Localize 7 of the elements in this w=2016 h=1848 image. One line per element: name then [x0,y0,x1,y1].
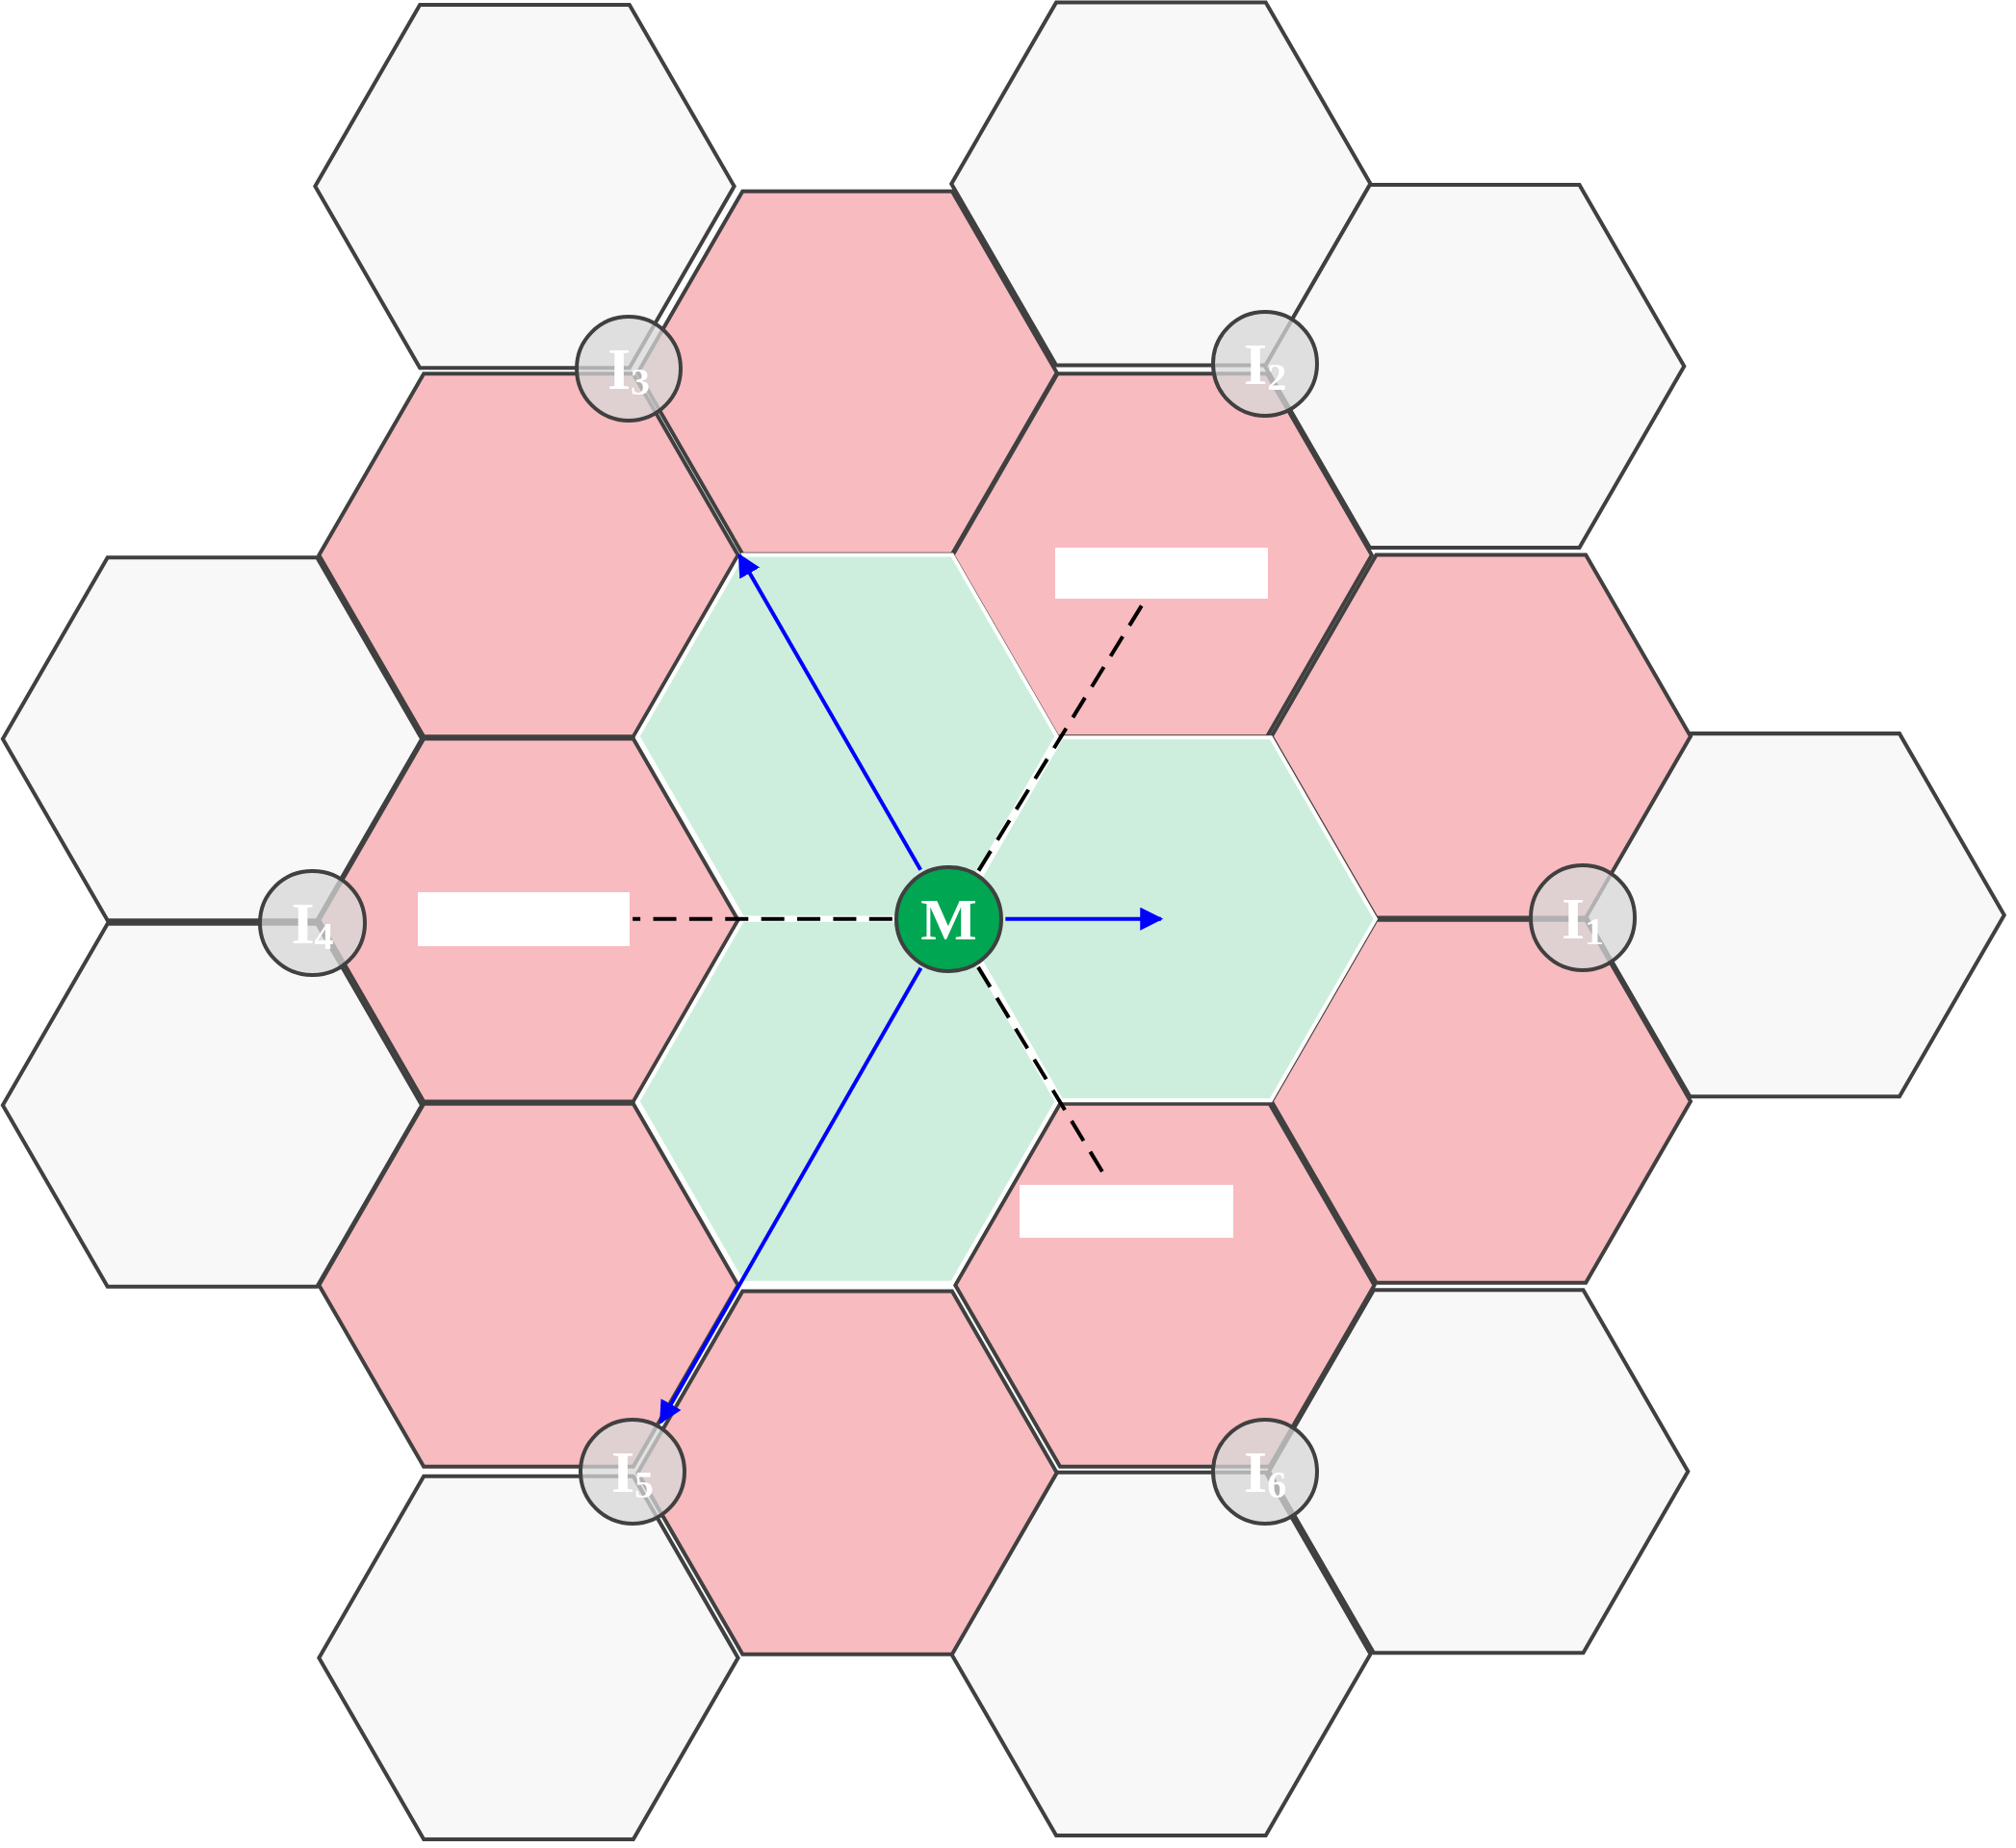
arrow [737,552,922,871]
dashed-line [633,916,892,921]
blank-label-box [1020,1185,1233,1239]
blank-label-box [1055,547,1268,600]
blank-label-box [418,891,631,946]
arrow [1005,907,1164,931]
arrow [659,966,923,1424]
